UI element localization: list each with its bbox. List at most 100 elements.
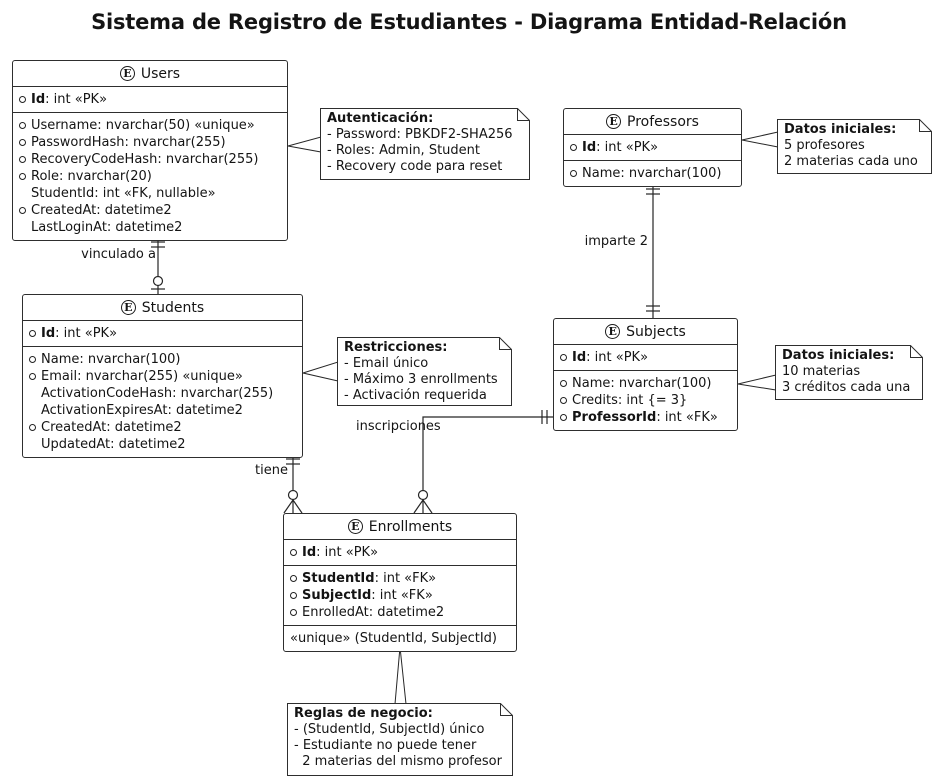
entity-subjects-attrs-compartment: Name : nvarchar(100) Credits : int {= 3}… [554,370,737,430]
attribute-row: LastLoginAt : datetime2 [19,219,283,236]
attribute-name: RecoveryCodeHash [31,152,158,167]
attribute-type: : datetime2 [368,605,445,620]
attribute-row: Name : nvarchar(100) [29,351,298,368]
attribute-row: StudentId : int «FK» [290,570,512,587]
entity-icon: E [606,114,622,129]
cardinality-zero-circle [417,489,429,501]
attribute-row: Id : int «PK» [570,139,737,156]
note-line: - Password: PBKDF2-SHA256 [327,127,513,142]
field-circle-icon [290,575,297,582]
attribute-row: Role : nvarchar(20) [19,168,283,185]
crow-foot [283,499,294,514]
attribute-name: Username [31,118,98,133]
note-connector-students-restricciones [301,361,339,382]
attribute-type: : datetime2 [96,203,172,218]
unique-constraint-row: «unique» (StudentId, SubjectId) [290,630,512,647]
attribute-type: : int «FK» [371,588,433,603]
attribute-type: : int «FK» [656,410,718,425]
field-circle-icon [560,414,567,421]
entity-professors: E Professors Id : int «PK» Name : nvarch… [563,108,742,187]
attribute-type: : int «FK» [374,571,437,586]
entity-subjects-header: E Subjects [554,319,737,344]
entity-icon: E [120,300,136,315]
attribute-row: Id : int «PK» [29,325,298,342]
entity-users-header: E Users [13,61,287,86]
note-line: - Activación requerida [344,388,487,403]
field-circle-icon [29,356,36,363]
cardinality-zero-circle [287,489,299,501]
attribute-type: : int «PK» [596,140,659,155]
note-restricciones: Restricciones: - Email único - Máximo 3 … [337,337,512,406]
note-line: - Recovery code para reset [327,159,503,174]
attribute-name: CreatedAt [41,420,107,435]
attribute-row: CreatedAt : datetime2 [29,419,298,436]
attribute-type: : nvarchar(255) [157,152,259,167]
attribute-row: Id : int «PK» [19,91,283,108]
entity-name: Enrollments [368,518,453,535]
entity-professors-pk-compartment: Id : int «PK» [564,134,741,160]
note-title: Reglas de negocio: [294,706,433,721]
field-circle-icon [560,380,567,387]
note-line: - (StudentId, SubjectId) único [294,722,485,737]
crow-foot [292,499,303,514]
attribute-name: Id [31,92,46,107]
note-line: - Máximo 3 enrollments [344,372,498,387]
note-connector-enrollments-reglas [394,646,407,705]
attribute-type: : int «PK» [45,92,108,107]
note-line: - Estudiante no puede tener [294,738,477,753]
attribute-name: Id [302,545,317,560]
attribute-type: : datetime2 [106,220,183,235]
attribute-name: Id [41,326,56,341]
attribute-row: RecoveryCodeHash : nvarchar(255) [19,151,283,168]
edge-subjects-enrollments [413,410,553,514]
note-connector-professors-init [741,131,779,148]
attribute-type: : int «PK» [55,326,118,341]
attribute-type: : int «FK, nullable» [94,186,216,201]
note-folded-corner-background [287,703,513,776]
entity-enrollments-pk-compartment: Id : int «PK» [284,539,516,565]
entity-users-attrs-compartment: Username : nvarchar(50) «unique» Passwor… [13,112,287,240]
attribute-name: ActivationExpiresAt [41,403,168,418]
entity-enrollments-attrs-compartment: StudentId : int «FK» SubjectId : int «FK… [284,565,516,625]
note-autenticacion: Autenticación: - Password: PBKDF2-SHA256… [320,108,530,180]
entity-icon: E [119,66,135,81]
entity-name: Users [140,65,181,82]
crow-foot [413,499,424,514]
attribute-type: : int «PK» [586,350,649,365]
edge-professors-subjects [646,183,660,318]
field-circle-icon [290,592,297,599]
attribute-name: UpdatedAt [41,437,111,452]
attribute-row: SubjectId : int «FK» [290,587,512,604]
entity-users: E Users Id : int «PK» Username : nvarcha… [12,60,288,241]
entity-subjects-pk-compartment: Id : int «PK» [554,344,737,370]
entity-students-header: E Students [23,295,302,320]
field-circle-icon [570,144,577,151]
attribute-name: Name [572,376,611,391]
field-circle-icon [290,609,297,616]
note-connector-subjects-init [737,374,777,391]
attribute-name: Credits [572,393,618,408]
attribute-row: UpdatedAt : datetime2 [29,436,298,453]
field-circle-icon [560,354,567,361]
note-folded-corner-background [775,345,923,400]
entity-professors-header: E Professors [564,109,741,134]
note-connector-users-auth [287,136,322,153]
attribute-row: Username : nvarchar(50) «unique» [19,117,283,134]
field-circle-icon [570,170,577,177]
attribute-type: : nvarchar(50) «unique» [97,118,255,133]
note-line: 2 materias cada uno [784,154,918,169]
attribute-name: StudentId [31,186,95,201]
attribute-type: : nvarchar(100) [620,166,722,181]
attribute-name: CreatedAt [31,203,97,218]
field-circle-icon [290,549,297,556]
attribute-row: Credits : int {= 3} [560,392,733,409]
attribute-name: Email [41,369,78,384]
field-circle-icon [19,156,26,163]
attribute-type: : datetime2 [106,420,182,435]
note-title: Autenticación: [327,111,434,126]
attribute-row: StudentId : int «FK, nullable» [19,185,283,202]
attribute-row: Email : nvarchar(255) «unique» [29,368,298,385]
attribute-type: : datetime2 [110,437,186,452]
